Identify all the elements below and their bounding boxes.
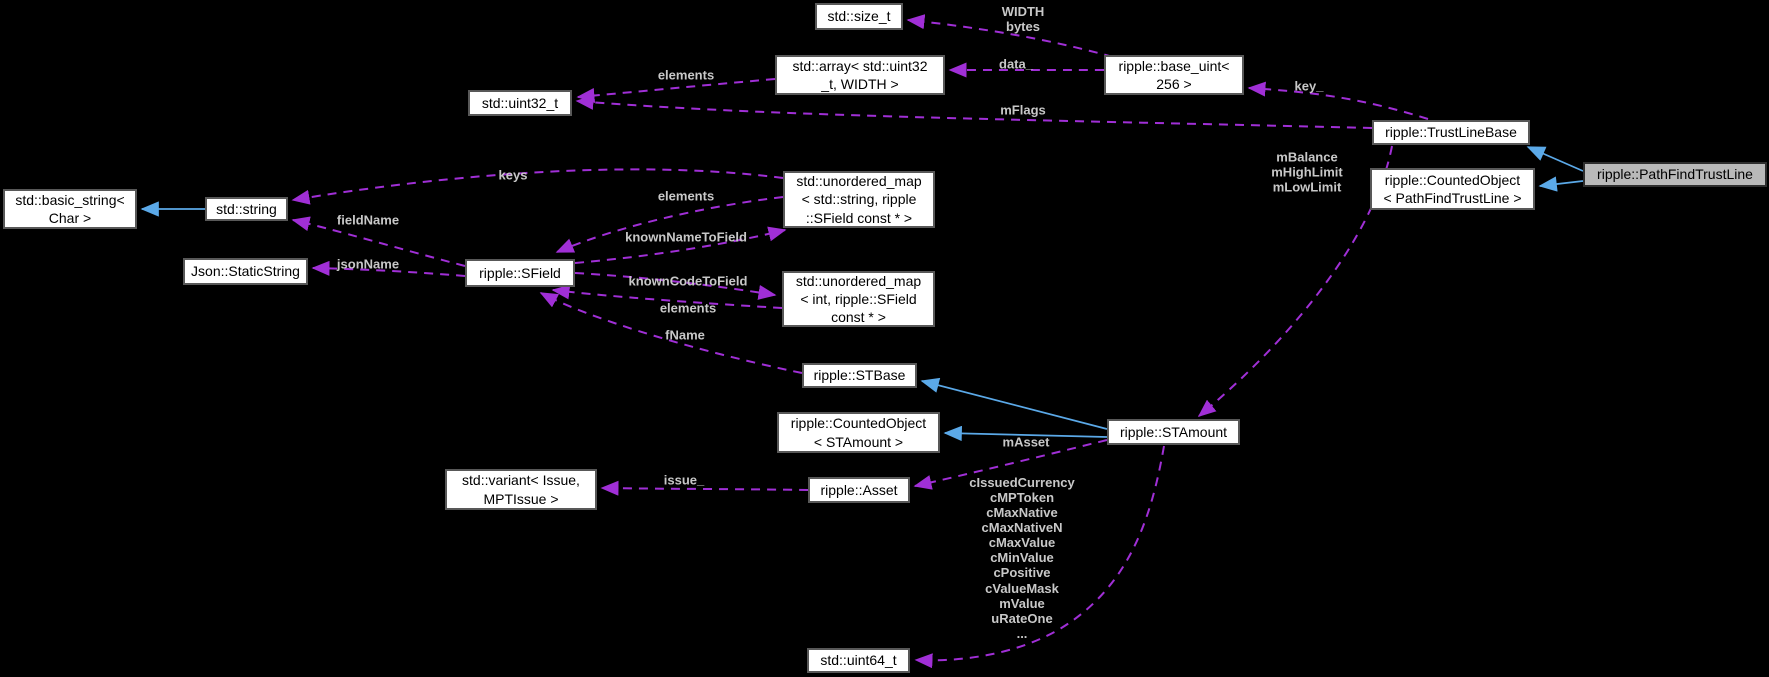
node-ripple-trustlinebase[interactable]: ripple::TrustLineBase — [1372, 120, 1530, 145]
node-ripple-countedobject-stamount[interactable]: ripple::CountedObject < STAmount > — [777, 412, 940, 453]
node-std-size-t[interactable]: std::size_t — [815, 3, 903, 30]
edge-fname — [539, 292, 803, 374]
node-std-uint64-t[interactable]: std::uint64_t — [807, 648, 910, 673]
node-std-array-uint32[interactable]: std::array< std::uint32 _t, WIDTH > — [775, 55, 945, 95]
edge-elements-array — [576, 78, 776, 103]
edge-masset — [913, 439, 1108, 490]
edge-jsonname — [311, 260, 466, 277]
edge-mbalance — [1197, 145, 1393, 417]
edge-mflags — [575, 94, 1373, 129]
edge-pftl-trustlinebase — [1526, 146, 1584, 172]
node-std-string[interactable]: std::string — [205, 197, 288, 221]
node-ripple-stbase[interactable]: ripple::STBase — [802, 363, 917, 388]
node-ripple-sfield[interactable]: ripple::SField — [465, 259, 575, 287]
node-std-uint32-t[interactable]: std::uint32_t — [468, 90, 572, 116]
edge-stamount-members — [914, 445, 1165, 669]
edge-issue — [600, 480, 809, 496]
node-std-unordered-map-int-sfield[interactable]: std::unordered_map < int, ripple::SField… — [782, 271, 935, 327]
edge-known-code-to-field — [574, 272, 777, 300]
node-ripple-base-uint-256[interactable]: ripple::base_uint< 256 > — [1104, 55, 1244, 95]
node-json-staticstring[interactable]: Json::StaticString — [183, 258, 308, 285]
edge-keys — [291, 168, 784, 205]
edge-elements-code-map — [551, 284, 783, 309]
node-std-variant-issue-mptissue[interactable]: std::variant< Issue, MPTIssue > — [445, 469, 597, 510]
edge-key — [1247, 81, 1429, 120]
edge-width-bytes — [906, 14, 1114, 58]
node-std-basic-string[interactable]: std::basic_string< Char > — [3, 189, 137, 229]
node-std-unordered-map-string-sfield[interactable]: std::unordered_map < std::string, ripple… — [783, 171, 935, 228]
node-ripple-pathfindtrustline[interactable]: ripple::PathFindTrustLine — [1583, 162, 1767, 187]
node-ripple-asset[interactable]: ripple::Asset — [808, 477, 910, 503]
edge-stamount-countedobject — [943, 425, 1108, 442]
node-ripple-stamount[interactable]: ripple::STAmount — [1107, 419, 1240, 445]
edge-known-name-to-field — [574, 226, 787, 264]
edge-fieldname — [291, 216, 466, 267]
edge-elements-name-map — [555, 196, 784, 253]
node-ripple-countedobject-pathfindtrustline[interactable]: ripple::CountedObject < PathFindTrustLin… — [1370, 168, 1535, 210]
edge-stamount-stbase — [920, 377, 1108, 430]
edge-pftl-countedobject — [1538, 176, 1584, 192]
